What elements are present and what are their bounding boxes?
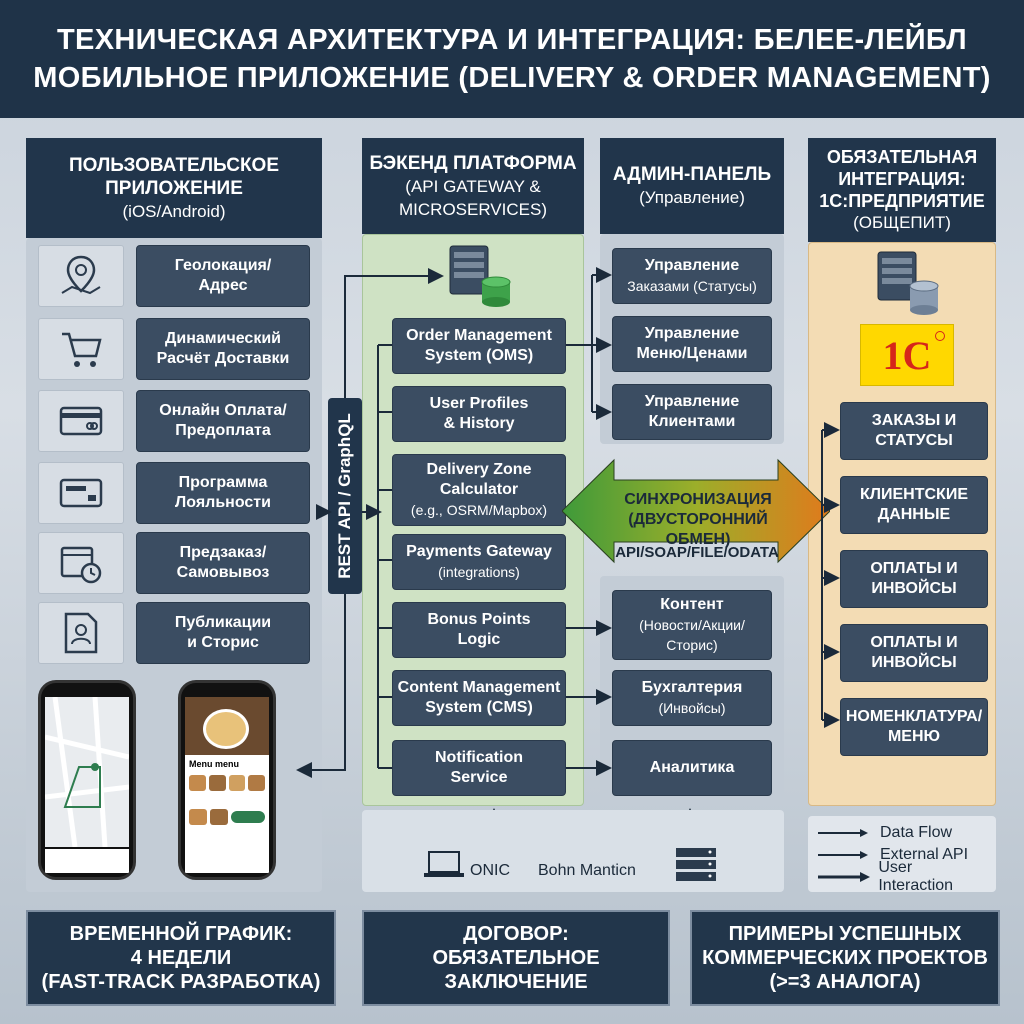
legend-arrow-icon — [818, 872, 870, 882]
title-line-2: МОБИЛЬНОЕ ПРИЛОЖЕНИЕ (DELIVERY & ORDER M… — [33, 62, 991, 94]
footer-line: ПРИМЕРЫ УСПЕШНЫХ — [728, 923, 962, 945]
admin-item[interactable]: Аналитика — [612, 740, 772, 796]
sync-label: СИНХРОНИЗАЦИЯ (ДВУСТОРОННИЙ ОБМЕН) — [610, 490, 786, 550]
shopping-cart-icon — [38, 318, 124, 380]
integration-header: ОБЯЗАТЕЛЬНАЯ ИНТЕГРАЦИЯ: 1С:ПРЕДПРИЯТИЕ … — [808, 138, 996, 242]
profile-document-icon — [38, 602, 124, 664]
footer-line: ОБЯЗАТЕЛЬНОЕ — [432, 947, 600, 969]
legend-label: Data Flow — [880, 824, 953, 841]
admin-header: АДМИН-ПАНЕЛЬ (Управление) — [600, 138, 784, 234]
1c-logo-text: 1С — [882, 332, 932, 378]
server-1c-icon — [872, 248, 942, 318]
user-app-title-line1: ПОЛЬЗОВАТЕЛЬСКОЕ — [68, 154, 280, 176]
legend-arrow-icon — [818, 829, 868, 837]
footer-line: (>=3 АНАЛОГА) — [769, 971, 921, 993]
user-app-title-line2: ПРИЛОЖЕНИЕ — [105, 177, 243, 199]
footer-line: ЗАКЛЮЧЕНИЕ — [444, 971, 588, 993]
sync-arrow — [562, 458, 830, 564]
backend-service[interactable]: User Profiles& History — [392, 386, 566, 442]
feature-button[interactable]: Онлайн Оплата/Предоплата — [136, 390, 310, 452]
map-roads-graphic — [44, 696, 130, 848]
add-to-cart-button[interactable] — [231, 811, 265, 823]
laptop-icon — [424, 850, 464, 880]
legend-arrow-icon — [818, 851, 868, 859]
backend-subtitle-2: MICROSERVICES) — [399, 199, 547, 219]
footer-contract: ДОГОВОР: ОБЯЗАТЕЛЬНОЕ ЗАКЛЮЧЕНИЕ — [362, 910, 670, 1006]
feature-button[interactable]: Предзаказ/Самовывоз — [136, 532, 310, 594]
legend-user-interaction: User Interaction — [816, 859, 988, 894]
1c-logo: 1С — [860, 324, 954, 386]
device-left-label: ONIC — [470, 862, 510, 879]
menu-thumbnails-2 — [185, 793, 269, 827]
integration-title-2: ИНТЕГРАЦИЯ: — [838, 169, 966, 189]
loyalty-card-icon — [38, 462, 124, 524]
footer-line: 4 НЕДЕЛИ — [130, 947, 232, 969]
server-rack-icon — [676, 848, 716, 882]
integration-title-3: 1С:ПРЕДПРИЯТИЕ — [819, 191, 985, 211]
api-label-box: REST API / GraphQL — [328, 398, 362, 594]
legend-data-flow: Data Flow — [816, 822, 988, 844]
sync-protocol: API/SOAP/FILE/ODATA — [615, 544, 779, 561]
user-app-header: ПОЛЬЗОВАТЕЛЬСКОЕ ПРИЛОЖЕНИЕ (iOS/Android… — [26, 138, 322, 238]
admin-item[interactable]: Контент(Новости/Акции/Сторис) — [612, 590, 772, 660]
server-database-icon — [444, 242, 514, 312]
map-screen — [44, 696, 130, 848]
credit-card-icon — [38, 390, 124, 452]
footer-line: ВРЕМЕННОЙ ГРАФИК: — [69, 923, 293, 945]
backend-subtitle-1: (API GATEWAY & — [405, 176, 541, 196]
backend-title: БЭКЕНД ПЛАТФОРМА — [369, 152, 577, 174]
footer-timeline: ВРЕМЕННОЙ ГРАФИК: 4 НЕДЕЛИ (FAST-TRACK Р… — [26, 910, 336, 1006]
legend-label: External API — [880, 846, 969, 863]
sync-line-2: (ДВУСТОРОННИЙ ОБМЕН) — [628, 511, 768, 548]
integration-title-1: ОБЯЗАТЕЛЬНАЯ — [826, 147, 978, 167]
menu-thumbnails — [185, 773, 269, 793]
legend-label: User Interaction — [878, 859, 954, 894]
page-title: ТЕХНИЧЕСКАЯ АРХИТЕКТУРА И ИНТЕГРАЦИЯ: БЕ… — [0, 0, 1024, 118]
integration-subtitle: (ОБЩЕПИТ) — [853, 213, 951, 232]
menu-area: Menu menu — [185, 755, 269, 873]
map-pin-icon — [38, 245, 124, 307]
api-label: REST API / GraphQL — [335, 413, 354, 579]
backend-service[interactable]: Payments Gateway(integrations) — [392, 534, 566, 590]
footer-line: КОММЕРЧЕСКИХ ПРОЕКТОВ — [702, 947, 988, 969]
integration-item[interactable]: НОМЕНКЛАТУРА/МЕНЮ — [840, 698, 988, 756]
feature-button[interactable]: Геолокация/Адрес — [136, 245, 310, 307]
title-line-1: ТЕХНИЧЕСКАЯ АРХИТЕКТУРА И ИНТЕГРАЦИЯ: БЕ… — [57, 24, 967, 56]
sync-line-1: СИНХРОНИЗАЦИЯ — [624, 491, 772, 508]
footer-examples: ПРИМЕРЫ УСПЕШНЫХ КОММЕРЧЕСКИХ ПРОЕКТОВ (… — [690, 910, 1000, 1006]
backend-header: БЭКЕНД ПЛАТФОРМА (API GATEWAY & MICROSER… — [362, 138, 584, 234]
phone-menu-screen: Menu menu — [178, 680, 276, 880]
user-app-subtitle: (iOS/Android) — [122, 201, 226, 221]
device-right-label: Bohn Manticn — [538, 862, 636, 879]
food-banner-image — [185, 697, 269, 755]
map-bottom-bar — [45, 849, 129, 873]
phone-menu-title: Menu menu — [189, 759, 240, 769]
footer-line: ДОГОВОР: — [463, 923, 569, 945]
legend-external-api: External API — [816, 844, 988, 866]
admin-title: АДМИН-ПАНЕЛЬ — [612, 164, 772, 185]
calendar-clock-icon — [38, 532, 124, 594]
admin-subtitle: (Управление) — [639, 188, 745, 207]
footer-line: (FAST-TRACK РАЗРАБОТКА) — [41, 971, 321, 993]
registered-mark-icon — [935, 331, 945, 341]
phone-map-screen — [38, 680, 136, 880]
admin-item[interactable]: Бухгалтерия(Инвойсы) — [612, 670, 772, 726]
legend: Data Flow External API User Interaction — [808, 816, 996, 894]
